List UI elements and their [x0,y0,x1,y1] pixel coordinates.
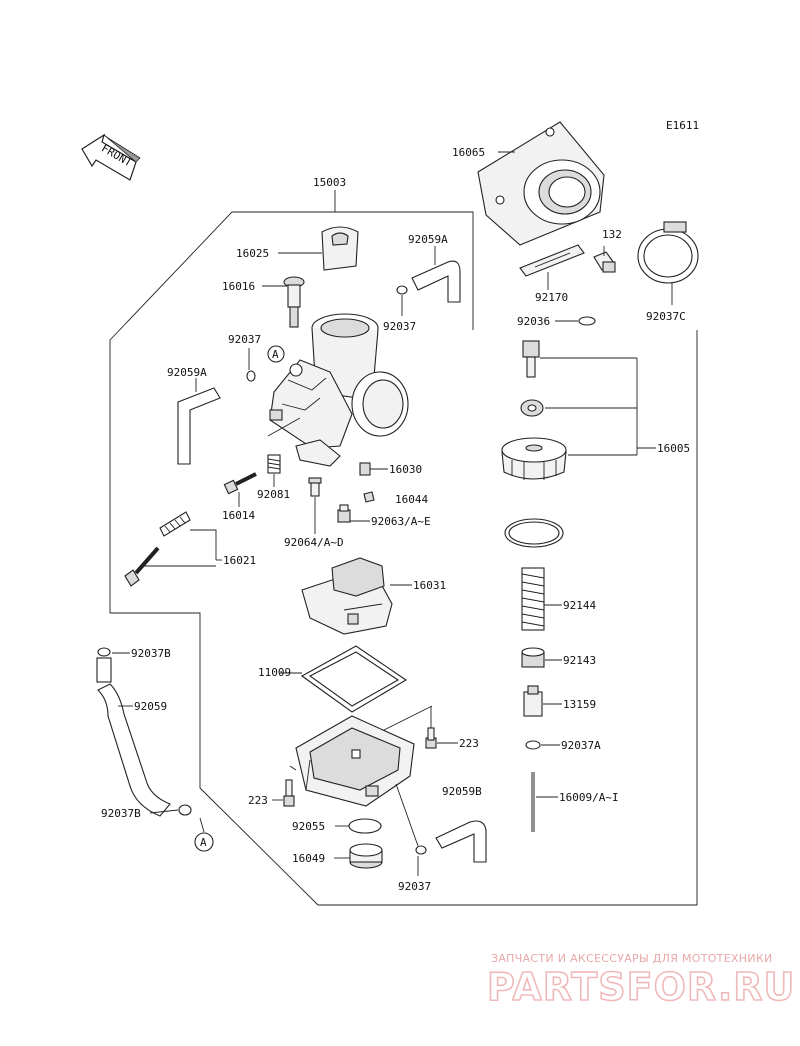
bolt-132 [593,251,616,273]
callout-223-left: 223 [248,794,268,807]
screw-16016 [283,276,305,328]
intake-holder [477,121,605,246]
bolt-223-right [425,727,437,749]
callout-92059B: 92059B [442,785,482,798]
callout-92059: 92059 [134,700,167,713]
callout-16030: 16030 [389,463,422,476]
part-16030 [359,462,371,476]
clip-92037A [525,740,541,750]
bracket-92170 [519,244,585,277]
assembly-outline-top [335,211,474,330]
callout-16031: 16031 [413,579,446,592]
callout-92143: 92143 [563,654,596,667]
float-bowl [295,715,415,807]
callout-16009: 16009/A~I [559,791,619,804]
callout-92036: 92036 [517,315,550,328]
callout-11009: 11009 [258,666,291,679]
callout-16065: 16065 [452,146,485,159]
callout-92170: 92170 [535,291,568,304]
ref-marker-top [267,345,285,363]
holder-13159 [523,685,543,717]
callout-16049: 16049 [292,852,325,865]
callout-92144: 92144 [563,599,596,612]
hose-92059B [435,820,487,863]
callout-16005: 16005 [657,442,690,455]
callout-16016: 16016 [222,280,255,293]
screw-16014 [223,472,257,495]
clip-92037-top [396,285,408,295]
o-ring-92055 [348,818,382,834]
callout-16025: 16025 [236,247,269,260]
callout-13159: 13159 [563,698,596,711]
watermark-tagline: ЗАПЧАСТИ И АКСЕССУАРЫ ДЛЯ МОТОТЕХНИКИ [491,952,773,965]
spring-screw-16021 [124,511,191,587]
clamp-92037C [637,221,699,284]
assembly-outline [109,211,698,906]
vent-hose-92059 [96,647,192,817]
cover-16025 [321,226,359,271]
diagram-code: E1611 [666,119,699,132]
carburetor-body [267,313,409,467]
ring-92036 [578,316,596,326]
lock-nut [520,399,544,417]
ref-marker-bottom-label: A [200,836,207,849]
callout-92037B-bottom: 92037B [101,807,141,820]
bolt-223-left [283,779,295,807]
callout-132: 132 [602,228,622,241]
callout-92037B-top: 92037B [131,647,171,660]
callout-15003: 15003 [313,176,346,189]
retainer-92143 [521,647,545,668]
gasket-11009 [300,645,408,713]
callout-92037A: 92037A [561,739,601,752]
callout-92055: 92055 [292,820,325,833]
spring-92081 [267,454,281,474]
hose-92059A-top [411,260,461,303]
jet-92064 [308,477,322,497]
callout-223-right: 223 [459,737,479,750]
jet-92063 [337,504,351,523]
callout-92059A-left: 92059A [167,366,207,379]
callout-16014: 16014 [222,509,255,522]
callout-92063: 92063/A~E [371,515,431,528]
callout-92037-bottom: 92037 [398,880,431,893]
spring-92144 [521,567,545,631]
callout-92059A-top: 92059A [408,233,448,246]
adjuster-screw [522,340,540,378]
clip-92037-mid [246,370,256,382]
clip-92037-bottom [415,845,427,855]
callout-92081: 92081 [257,488,290,501]
part-16044 [363,491,375,503]
front-arrow-icon: FRONT [81,133,141,181]
float-16031 [301,557,393,635]
callout-92037-mid: 92037 [228,333,261,346]
hose-92059A-left [177,387,221,465]
drain-plug-16049 [349,843,383,869]
callout-16044: 16044 [395,493,428,506]
callout-92037C: 92037C [646,310,686,323]
ref-marker-top-label: A [272,348,279,361]
callout-16021: 16021 [223,554,256,567]
callout-92037-top: 92037 [383,320,416,333]
carb-cap-16005 [501,437,567,480]
ref-marker-bottom [194,832,214,852]
watermark-logo: PARTSFOR.RU [487,965,795,1009]
callout-92064: 92064/A~D [284,536,344,549]
